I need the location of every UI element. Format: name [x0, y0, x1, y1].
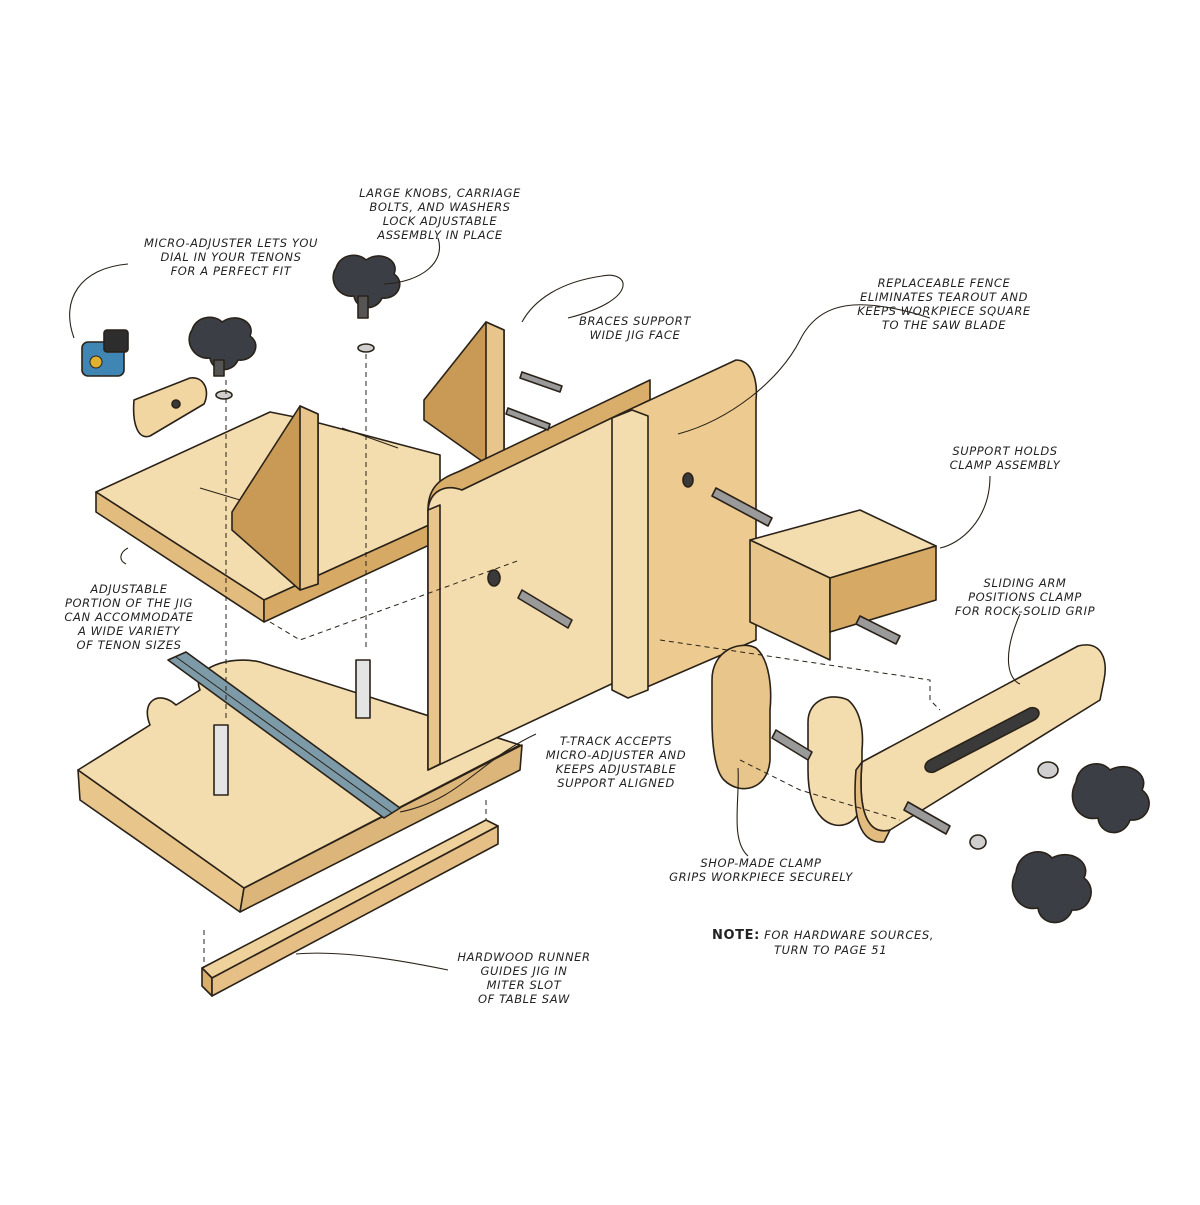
- callout-braces-line: BRACES SUPPORT: [578, 314, 692, 328]
- brace-front: [231, 405, 319, 591]
- note-line-1: FOR HARDWARE SOURCES,: [764, 928, 935, 942]
- callout-support: SUPPORT HOLDS CLAMP ASSEMBLY: [940, 444, 1070, 472]
- knob-right-lower: [969, 834, 1092, 924]
- clamp-pad-front: [711, 644, 772, 790]
- callout-knobs-line: LOCK ADJUSTABLE: [382, 214, 498, 228]
- callout-support-line: SUPPORT HOLDS: [952, 444, 1058, 458]
- callout-shop-clamp: SHOP-MADE CLAMP GRIPS WORKPIECE SECURELY: [646, 856, 876, 884]
- brace-back: [423, 321, 505, 465]
- callout-arm-line: FOR ROCK-SOLID GRIP: [954, 604, 1096, 618]
- callout-fence-line: ELIMINATES TEAROUT AND: [859, 290, 1029, 304]
- callout-fence-line: KEEPS WORKPIECE SQUARE: [857, 304, 1031, 318]
- leader-lines: [69, 237, 1021, 971]
- note-label: NOTE:: [712, 928, 760, 943]
- callout-fence: REPLACEABLE FENCE ELIMINATES TEAROUT AND…: [834, 276, 1054, 332]
- callout-braces: BRACES SUPPORT WIDE JIG FACE: [560, 314, 710, 342]
- callout-micro-adjuster: MICRO-ADJUSTER LETS YOU DIAL IN YOUR TEN…: [116, 236, 346, 278]
- sliding-arm: [854, 644, 1106, 843]
- callout-adjustable-line: OF TENON SIZES: [76, 638, 182, 652]
- callout-support-line: CLAMP ASSEMBLY: [949, 458, 1061, 472]
- callout-ttrack-line: KEEPS ADJUSTABLE: [555, 762, 677, 776]
- base-studs: [213, 659, 371, 796]
- callout-adjustable-line: A WIDE VARIETY: [77, 624, 181, 638]
- t-track: [167, 651, 401, 819]
- callout-braces-line: WIDE JIG FACE: [589, 328, 681, 342]
- micro-adjuster-block: [132, 377, 208, 438]
- callout-adjustable: ADJUSTABLE PORTION OF THE JIG CAN ACCOMM…: [44, 582, 214, 652]
- callout-ttrack-line: MICRO-ADJUSTER AND: [545, 748, 687, 762]
- callout-runner-line: OF TABLE SAW: [478, 992, 570, 1006]
- callout-arm-line: POSITIONS CLAMP: [968, 590, 1082, 604]
- callout-adjustable-line: ADJUSTABLE: [90, 582, 168, 596]
- callout-knobs: LARGE KNOBS, CARRIAGE BOLTS, AND WASHERS…: [330, 186, 550, 242]
- hardware-note: NOTE: FOR HARDWARE SOURCES, TURN TO PAGE…: [712, 928, 934, 958]
- callout-adjustable-line: CAN ACCOMMODATE: [64, 610, 194, 624]
- callout-sliding-arm: SLIDING ARM POSITIONS CLAMP FOR ROCK-SOL…: [930, 576, 1120, 618]
- base-plate: [77, 659, 523, 913]
- callout-runner-line: MITER SLOT: [486, 978, 562, 992]
- clamp-pad-back: [771, 696, 864, 827]
- fence-screws: [505, 371, 773, 629]
- callout-knobs-line: ASSEMBLY IN PLACE: [377, 228, 503, 242]
- callout-fence-line: REPLACEABLE FENCE: [877, 276, 1011, 290]
- callout-ttrack-line: SUPPORT ALIGNED: [557, 776, 675, 790]
- callout-fence-line: TO THE SAW BLADE: [881, 318, 1007, 332]
- hardwood-runner: [201, 819, 499, 997]
- callout-clamp-line: SHOP-MADE CLAMP: [700, 856, 822, 870]
- callout-t-track: T-TRACK ACCEPTS MICRO-ADJUSTER AND KEEPS…: [526, 734, 706, 790]
- knob-right-upper: [1037, 761, 1150, 834]
- knob-top: [332, 254, 401, 353]
- knob-left: [188, 316, 257, 400]
- callout-runner-line: GUIDES JIG IN: [480, 964, 568, 978]
- callout-runner-line: HARDWOOD RUNNER: [457, 950, 591, 964]
- callout-ttrack-line: T-TRACK ACCEPTS: [559, 734, 673, 748]
- callout-micro-line: DIAL IN YOUR TENONS: [160, 250, 302, 264]
- callout-arm-line: SLIDING ARM: [983, 576, 1067, 590]
- callout-runner: HARDWOOD RUNNER GUIDES JIG IN MITER SLOT…: [444, 950, 604, 1006]
- replaceable-fence: [611, 359, 758, 699]
- callout-knobs-line: BOLTS, AND WASHERS: [369, 200, 511, 214]
- callout-micro-line: MICRO-ADJUSTER LETS YOU: [143, 236, 319, 250]
- callout-micro-line: FOR A PERFECT FIT: [170, 264, 292, 278]
- callout-clamp-line: GRIPS WORKPIECE SECURELY: [669, 870, 853, 884]
- micro-adjuster: [81, 329, 129, 377]
- callout-knobs-line: LARGE KNOBS, CARRIAGE: [359, 186, 521, 200]
- assembly-lines: [203, 354, 941, 968]
- clamp-support: [749, 509, 937, 661]
- callout-adjustable-line: PORTION OF THE JIG: [64, 596, 194, 610]
- note-line-2: TURN TO PAGE 51: [774, 943, 888, 957]
